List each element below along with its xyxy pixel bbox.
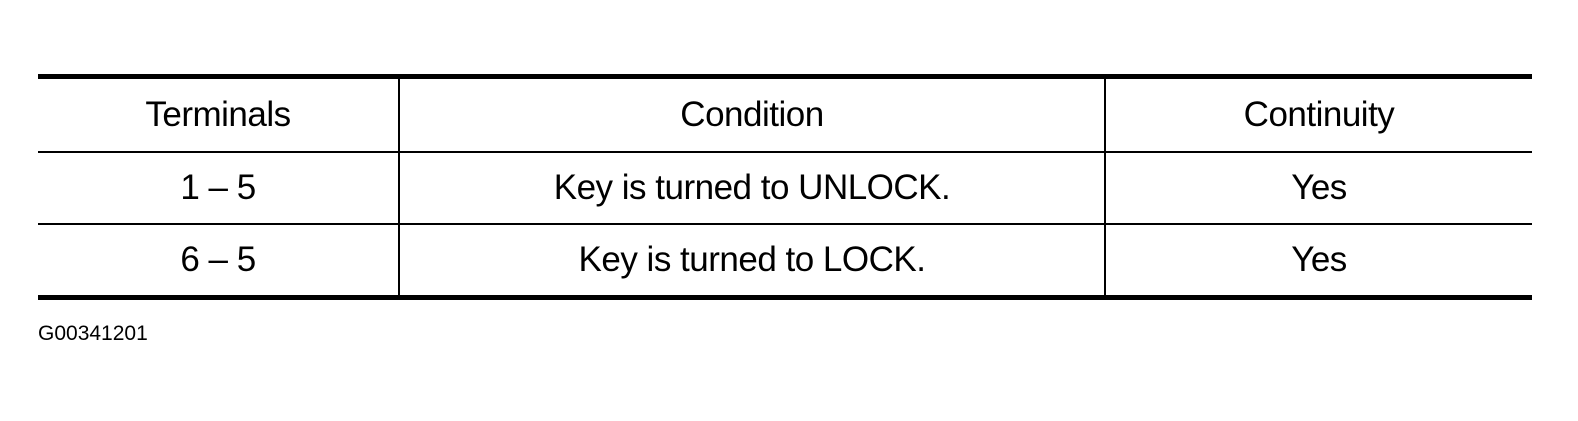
header-continuity: Continuity [1104, 76, 1532, 153]
table-row: 1 – 5 Key is turned to UNLOCK. Yes [38, 152, 1532, 225]
table-header-row: Terminals Condition Continuity [38, 76, 1532, 153]
cell-condition: Key is turned to LOCK. [398, 224, 1105, 298]
figure-id: G00341201 [38, 322, 148, 345]
continuity-table-container: Terminals Condition Continuity 1 – 5 Key… [38, 74, 1532, 300]
header-terminals: Terminals [38, 76, 399, 153]
header-condition: Condition [398, 76, 1105, 153]
cell-condition: Key is turned to UNLOCK. [398, 152, 1105, 225]
continuity-table: Terminals Condition Continuity 1 – 5 Key… [38, 74, 1532, 300]
cell-continuity: Yes [1104, 152, 1532, 225]
table-row: 6 – 5 Key is turned to LOCK. Yes [38, 224, 1532, 298]
cell-terminals: 1 – 5 [38, 152, 399, 225]
cell-continuity: Yes [1104, 224, 1532, 298]
cell-terminals: 6 – 5 [180, 240, 256, 279]
